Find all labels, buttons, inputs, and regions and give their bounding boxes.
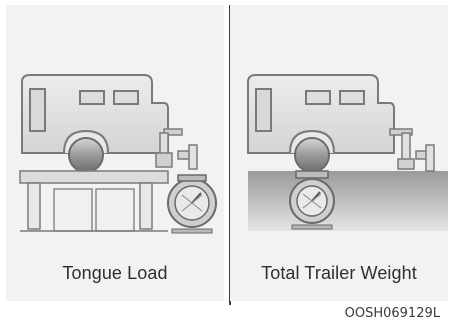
caption-tongue-load: Tongue Load — [6, 263, 224, 284]
tongue-load-panel: Tongue Load — [6, 5, 224, 301]
ground-icon — [248, 171, 448, 231]
wheel-icon — [295, 138, 329, 172]
figure-code: OOSH069129L — [345, 306, 440, 321]
hitch-jack-icon — [390, 129, 434, 171]
scale-icon — [168, 175, 216, 233]
total-trailer-weight-illustration — [230, 5, 448, 255]
total-trailer-weight-panel: Total Trailer Weight — [230, 5, 448, 301]
caption-total-trailer-weight: Total Trailer Weight — [230, 263, 448, 284]
hitch-jack-icon — [156, 129, 197, 169]
wheel-icon — [69, 138, 103, 172]
support-stand-icon — [20, 171, 168, 231]
tongue-load-illustration — [6, 5, 224, 255]
